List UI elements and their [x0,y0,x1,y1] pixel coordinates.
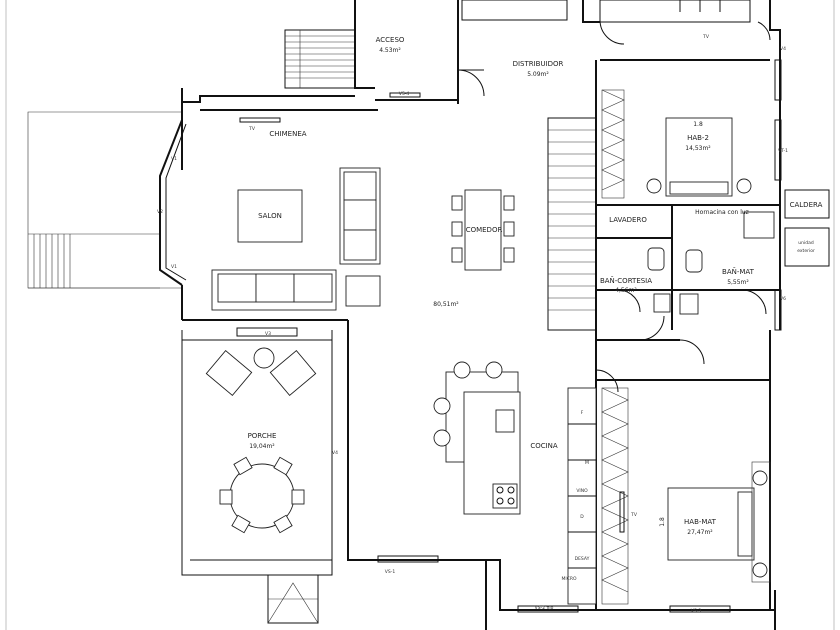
kitchen-cabinet-column [567,387,597,605]
tag-v3: V3 [265,331,271,337]
hab2-furniture [601,89,752,199]
caldera-label: CALDERA [790,201,823,209]
tag-v4-right: V4 [780,46,786,52]
dining-table [464,189,502,271]
hab-mat-area: 27,47m² [687,529,713,536]
hornacina-label: Hornacina con luz [695,209,749,216]
hab-mat-furniture [601,387,771,605]
salon-label: SALON [258,212,282,220]
ottoman [345,275,381,307]
unidad-exterior-line2: exterior [797,248,815,254]
porche-area: 19,04m² [249,443,275,450]
distribuidor-label: DISTRIBUIDOR [513,60,564,68]
bano-cortesia-area: 4,56m² [615,287,637,294]
distribuidor-area: 5.09m² [527,71,549,78]
walls [159,0,781,630]
tag-vs4: VS-4 [399,91,410,97]
porche-furniture [205,347,317,534]
porche-label: PORCHE [248,432,277,440]
tag-v2: V2 [157,209,163,215]
tag-v6: V6 [780,296,786,302]
tag-v1-bottom: V1 [171,264,177,270]
cabinet-label-1: F [581,410,584,416]
cabinet-label-5: DESAY [575,556,590,562]
tag-vt1: VT-1 [778,148,788,154]
side-stairs [547,117,597,331]
doors [457,19,771,393]
kitchen-island [433,361,521,515]
caldera-box [784,189,830,267]
tag-vs2: VS-2 fijo [535,605,554,611]
bano-mat-area: 5,55m² [727,279,749,286]
page-frame [5,0,835,630]
salon-furniture [211,167,381,311]
tag-v4-porche: V4 [332,450,338,456]
tag-vs3: VS-3 [691,608,702,614]
acceso-label: ACCESO [376,36,405,44]
tag-tv-chimenea: TV [248,126,256,132]
tag-tv-hab-mat: TV [630,512,638,518]
acceso-area: 4.53m² [379,47,401,54]
cocina-label: COCINA [530,442,558,450]
unidad-exterior-line1: unidad [798,240,814,246]
entrance-stairs [284,29,356,89]
dining-furniture [451,189,515,271]
bath-fixtures [647,211,775,315]
hab-mat-label: HAB-MAT [684,518,717,526]
main-area-value: 80,51m² [433,301,459,308]
terrace-steps [28,233,160,289]
chimenea-label: CHIMENEA [269,130,306,138]
hab2-bed-size: 1.8 [693,121,703,128]
hab2-label: HAB-2 [687,134,709,142]
tag-vs1: VS-1 [385,569,396,575]
bano-cortesia-label: BAÑ-CORTESIA [600,276,652,285]
cabinet-label-2: M [585,460,589,466]
bano-mat-label: BAÑ-MAT [722,267,755,276]
window-marks [236,59,782,613]
hab-mat-bed-size: 1.8 [659,517,666,527]
cabinet-label-3: VINO [576,488,588,494]
coffee-table [237,189,303,243]
hab2-area: 14,53m² [685,145,711,152]
lavadero-label: LAVADERO [609,216,647,224]
tag-tv-top: TV [702,34,710,40]
cabinet-label-6: MICRO [561,576,576,582]
exterior-terrace [27,111,182,289]
tag-v1-top: V1 [171,156,177,162]
comedor-label: COMEDOR [466,226,503,234]
cabinet-label-4: D [580,514,584,520]
